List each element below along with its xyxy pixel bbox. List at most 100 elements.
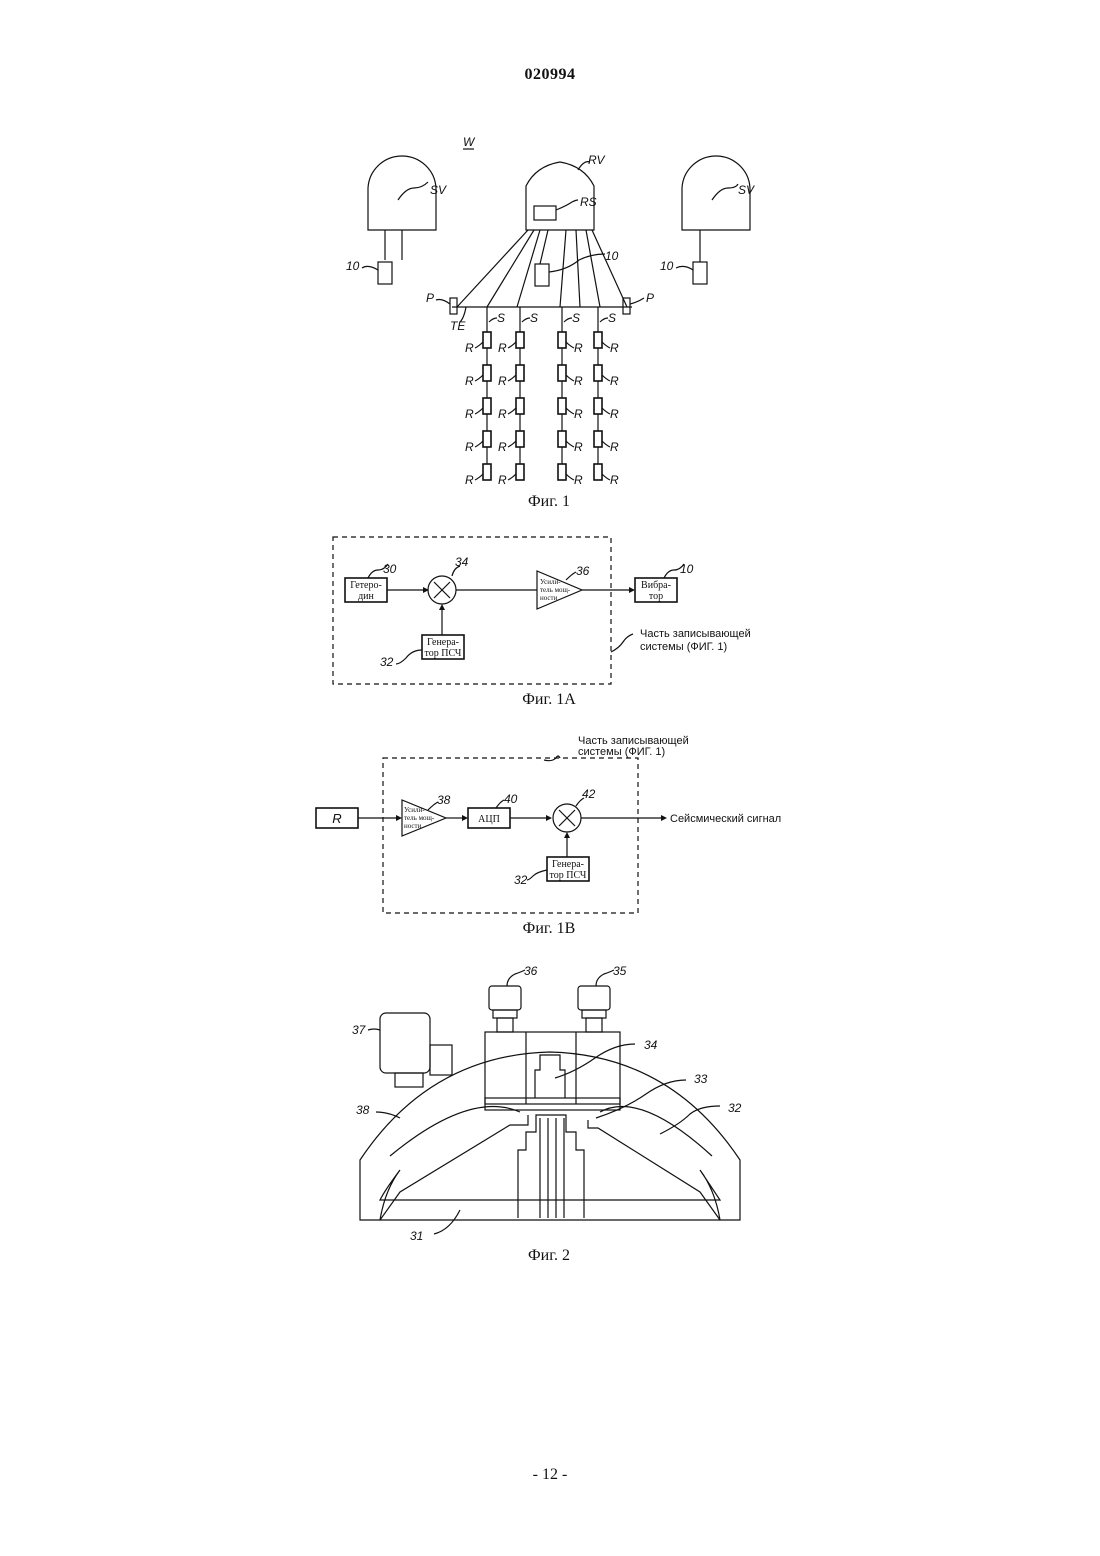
ref-34-leader (555, 1044, 635, 1078)
amp-36-ref: 36 (576, 564, 590, 578)
amp-38-label-3: ности (404, 822, 422, 830)
receiver-label-leader (508, 408, 516, 414)
arrowhead-3 (629, 587, 635, 593)
receiver-label-leader (508, 375, 516, 381)
motor-37-mount (395, 1073, 423, 1087)
receiver-label-leader (566, 375, 574, 381)
receiver-label: R (465, 374, 474, 388)
recording-system-box (534, 206, 556, 220)
receiver (558, 464, 566, 480)
receiver-label-leader (566, 441, 574, 447)
heterodyne-ref: 30 (383, 562, 397, 576)
fig1a-caption: Фиг. 1А (522, 691, 576, 708)
heterodyne-label-2: дин (358, 591, 374, 602)
generator-1b-label-2: тор ПСЧ (550, 870, 587, 881)
amp-36-label-1: Усили- (540, 578, 561, 586)
fig1a-dashed-boundary (333, 537, 611, 684)
fig1b-dashed-boundary (383, 758, 638, 913)
receiver-label: R (610, 440, 619, 454)
amp-36-label-2: тель мощ- (540, 586, 571, 594)
receiver-label: R (574, 341, 583, 355)
page-number: - 12 - (0, 1466, 1100, 1484)
sv-right-label: SV (738, 183, 755, 197)
ref-37-leader (368, 1029, 380, 1030)
receiver (558, 365, 566, 381)
receiver (594, 464, 602, 480)
streamer-label-leader (522, 318, 530, 322)
ref-31: 31 (410, 1229, 423, 1243)
mixer-34-ref: 34 (455, 555, 469, 569)
ref-31-leader (434, 1210, 460, 1234)
generator-1a-label-1: Генера- (427, 637, 459, 648)
receiver-label: R (465, 473, 474, 487)
arc-right-inner (600, 1107, 712, 1157)
streamer-label-leader (564, 318, 572, 322)
receiver-label-leader (566, 342, 574, 348)
paravane-left (450, 298, 457, 314)
central-block (485, 1032, 620, 1104)
ref-33: 33 (694, 1072, 708, 1086)
streamer-label-leader (489, 318, 497, 322)
arrowhead-6 (546, 815, 552, 821)
p-right-label: P (646, 291, 654, 305)
vibrator-right-ref: 10 (660, 259, 674, 273)
vibrator-left-leader (362, 266, 378, 270)
rs-leader (556, 200, 578, 210)
receiver (483, 398, 491, 414)
fig1-w-label: W (463, 135, 476, 149)
generator-1a-ref: 32 (380, 655, 394, 669)
receiver-label-leader (566, 408, 574, 414)
vibrator-label-2: тор (649, 591, 663, 602)
receiver (558, 332, 566, 348)
streamer-label: S (572, 311, 580, 325)
streamer-label: S (497, 311, 505, 325)
generator-1b-ref: 32 (514, 873, 528, 887)
generator-1b-label-1: Генера- (552, 859, 584, 870)
cap-36-neck (493, 1010, 517, 1018)
p-left-leader (436, 300, 450, 305)
vibrator-center-ref: 10 (605, 249, 619, 263)
arrowhead-4 (396, 815, 402, 821)
vibrator-left-ref: 10 (346, 259, 360, 273)
receiver-label-leader (566, 474, 574, 480)
vibrator-left (378, 262, 392, 284)
sv-right-leader (712, 184, 738, 200)
rv-cables (457, 230, 627, 307)
figure-1b-receive-chain: Часть записывающей системы (ФИГ. 1) R Ус… (0, 730, 1100, 940)
receiver-label: R (610, 407, 619, 421)
receiver-label-leader (602, 408, 610, 414)
receiver-label: R (574, 473, 583, 487)
arrowhead-7 (564, 832, 570, 838)
receiver (558, 398, 566, 414)
receiver (558, 431, 566, 447)
sv-left-leader (398, 182, 428, 200)
vibrator-center (535, 264, 549, 286)
receiver (483, 431, 491, 447)
receiver-label: R (574, 407, 583, 421)
receiver-label-leader (475, 474, 483, 480)
receiver-label: R (498, 473, 507, 487)
receiver-label-leader (602, 375, 610, 381)
rs-label: RS (580, 195, 597, 209)
ref-35: 35 (613, 964, 627, 978)
fig1b-caption: Фиг. 1В (523, 920, 576, 937)
figure-1-caption: Фиг. 1 (0, 488, 1100, 512)
ref-37: 37 (352, 1023, 367, 1037)
receiver-label-leader (602, 342, 610, 348)
receiver (594, 431, 602, 447)
generator-1a-label-2: тор ПСЧ (425, 648, 462, 659)
adc-leader (496, 800, 504, 808)
amp-38-ref: 38 (437, 793, 451, 807)
receiver (516, 431, 524, 447)
receiver-label-leader (508, 342, 516, 348)
arrowhead-5 (462, 815, 468, 821)
receiver (483, 332, 491, 348)
vibrator-1a-ref: 10 (680, 562, 694, 576)
receiver (483, 365, 491, 381)
receiver-label-leader (602, 441, 610, 447)
generator-1a-leader (396, 650, 422, 664)
ref-36-leader (507, 970, 525, 986)
amp-36-leader (566, 572, 576, 580)
figure-1a-transmit-chain: Гетеро- дин 30 34 Генера- тор ПСЧ 32 Уси… (0, 530, 1100, 710)
streamer-label: S (608, 311, 616, 325)
